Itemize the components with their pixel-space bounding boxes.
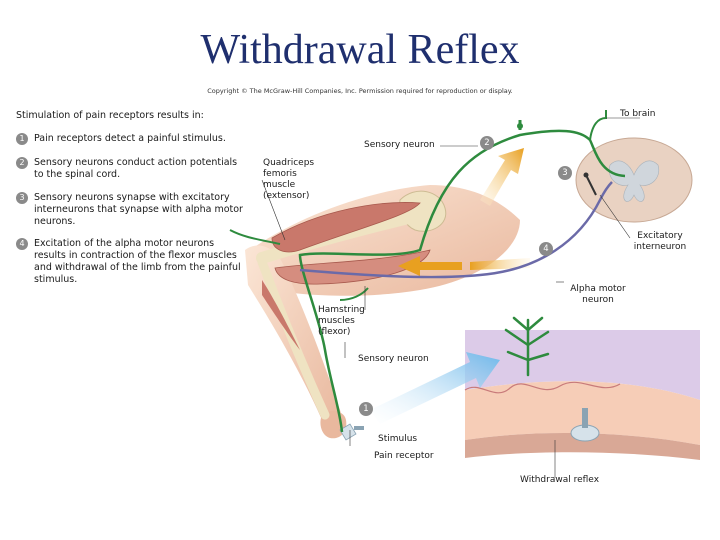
intro-text: Stimulation of pain receptors results in… — [16, 110, 204, 121]
label-quadriceps: Quadriceps femoris muscle (extensor) — [263, 158, 315, 201]
sensory-neuron-path — [298, 129, 626, 433]
skin-closeup-bottom — [465, 433, 700, 460]
skin-closeup-top — [465, 330, 700, 400]
leader-interneuron — [599, 194, 631, 239]
step-number: 4 — [16, 238, 28, 250]
label-stimulus: Stimulus — [378, 434, 418, 444]
gray-matter — [608, 160, 660, 202]
label-withdrawal-reflex: Withdrawal reflex — [520, 475, 600, 485]
step-3: 3 Sensory neurons synapse with excitator… — [16, 192, 248, 228]
badge-3: 3 — [558, 166, 572, 180]
quadriceps-muscle — [271, 202, 421, 253]
label-sensory-neuron-top: Sensory neuron — [364, 140, 435, 150]
step-1: 1 Pain receptors detect a painful stimul… — [16, 133, 248, 145]
leader-quadriceps — [261, 179, 286, 241]
step-number: 2 — [16, 157, 28, 169]
calf-muscle — [262, 280, 300, 350]
skin-closeup-edge — [464, 381, 621, 394]
badge-2: 2 — [480, 136, 494, 150]
hamstring-branch — [339, 287, 369, 301]
quadriceps-branch — [229, 229, 281, 245]
copyright-notice: Copyright © The McGraw-Hill Companies, I… — [207, 87, 513, 95]
withdrawal-direction-arrow — [398, 256, 462, 276]
stimulus-arrow — [370, 352, 500, 424]
page-title: Withdrawal Reflex — [200, 27, 520, 73]
step-text: Pain receptors detect a painful stimulus… — [34, 133, 226, 144]
label-hamstring: Hamstring muscles (flexor) — [318, 305, 365, 337]
pain-receptor-icon-small — [339, 423, 364, 441]
label-pain-receptor: Pain receptor — [374, 451, 434, 461]
interneuron-synapse — [585, 174, 597, 196]
step-4: 4 Excitation of the alpha motor neurons … — [16, 238, 248, 286]
label-excitatory-interneuron: Excitatory interneuron — [633, 231, 687, 252]
nerve-endings — [504, 316, 550, 377]
label-sensory-neuron-bottom: Sensory neuron — [358, 354, 429, 364]
label-alpha-motor-neuron: Alpha motor neuron — [570, 284, 626, 305]
step-number: 1 — [16, 133, 28, 145]
step-text: Sensory neurons synapse with excitatory … — [34, 192, 243, 227]
step-text: Excitation of the alpha motor neurons re… — [34, 238, 241, 285]
to-brain-path — [589, 110, 607, 141]
pain-receptor-icon-large — [570, 408, 600, 442]
badge-1: 1 — [359, 402, 373, 416]
label-to-brain: To brain — [620, 109, 656, 119]
alpha-motor-neuron-path — [299, 181, 613, 279]
step-number: 3 — [16, 192, 28, 204]
step-text: Sensory neurons conduct action potential… — [34, 157, 238, 180]
badge-4: 4 — [539, 242, 553, 256]
step-2: 2 Sensory neurons conduct action potenti… — [16, 157, 248, 181]
sensory-direction-arrow — [480, 148, 524, 206]
